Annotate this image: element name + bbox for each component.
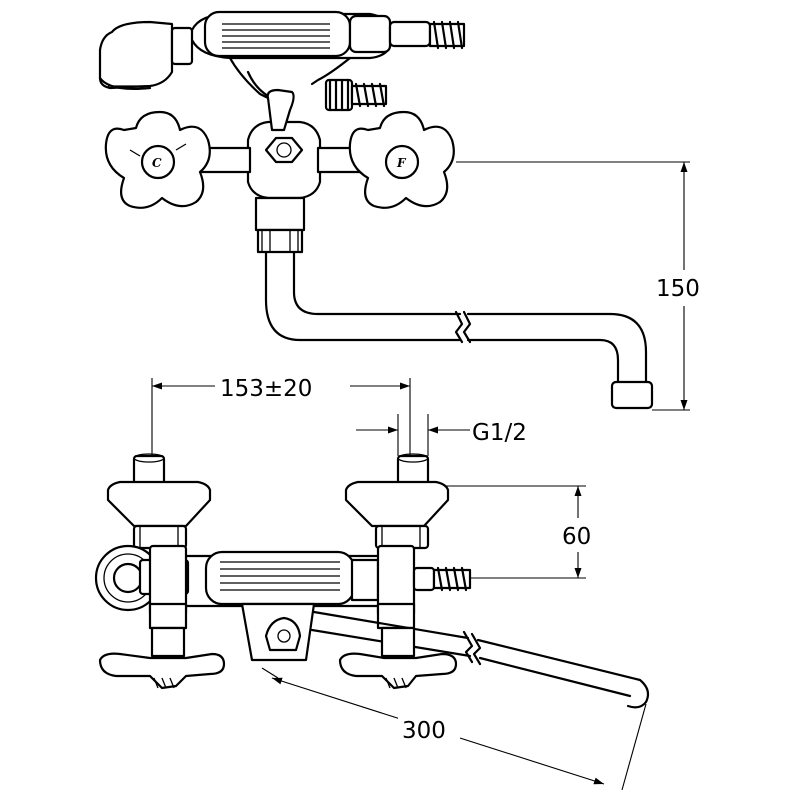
- height-label: 150: [656, 276, 700, 302]
- dimension-thread: G1/2: [356, 414, 527, 456]
- thread-label: G1/2: [472, 420, 527, 446]
- spout-pipe: [264, 250, 654, 410]
- inlet-height-label: 60: [562, 524, 591, 550]
- top-view: C F: [98, 10, 710, 411]
- spacing-label: 153±20: [220, 376, 312, 402]
- shower-cradle: [190, 10, 432, 60]
- thread-connector-icon: [324, 78, 388, 112]
- right-inlet: [344, 453, 450, 550]
- front-hose-connector-icon: [412, 566, 472, 592]
- dimension-height: 150: [456, 161, 710, 411]
- left-lever-icon: [98, 626, 226, 690]
- hose-connector-icon: [428, 20, 466, 50]
- front-diverter: [240, 602, 316, 662]
- hot-handle-icon: F: [348, 110, 455, 209]
- shower-head-icon: [98, 20, 194, 90]
- dimension-spacing: 153±20: [151, 366, 411, 478]
- left-inlet: [106, 453, 212, 550]
- dimension-spout-length: 300: [261, 667, 647, 791]
- dimension-inlet-height: 60: [440, 485, 606, 579]
- left-valve-nut: [148, 602, 188, 630]
- spout-length-label: 300: [402, 718, 446, 744]
- cold-mark: C: [152, 156, 162, 170]
- right-lever-icon: [338, 626, 458, 690]
- diverter-body: [246, 88, 322, 200]
- hot-mark: F: [396, 156, 407, 170]
- spout-outlet: [254, 196, 306, 254]
- cold-handle-icon: C: [104, 110, 211, 209]
- front-view: 153±20 G1/2 60: [94, 366, 650, 791]
